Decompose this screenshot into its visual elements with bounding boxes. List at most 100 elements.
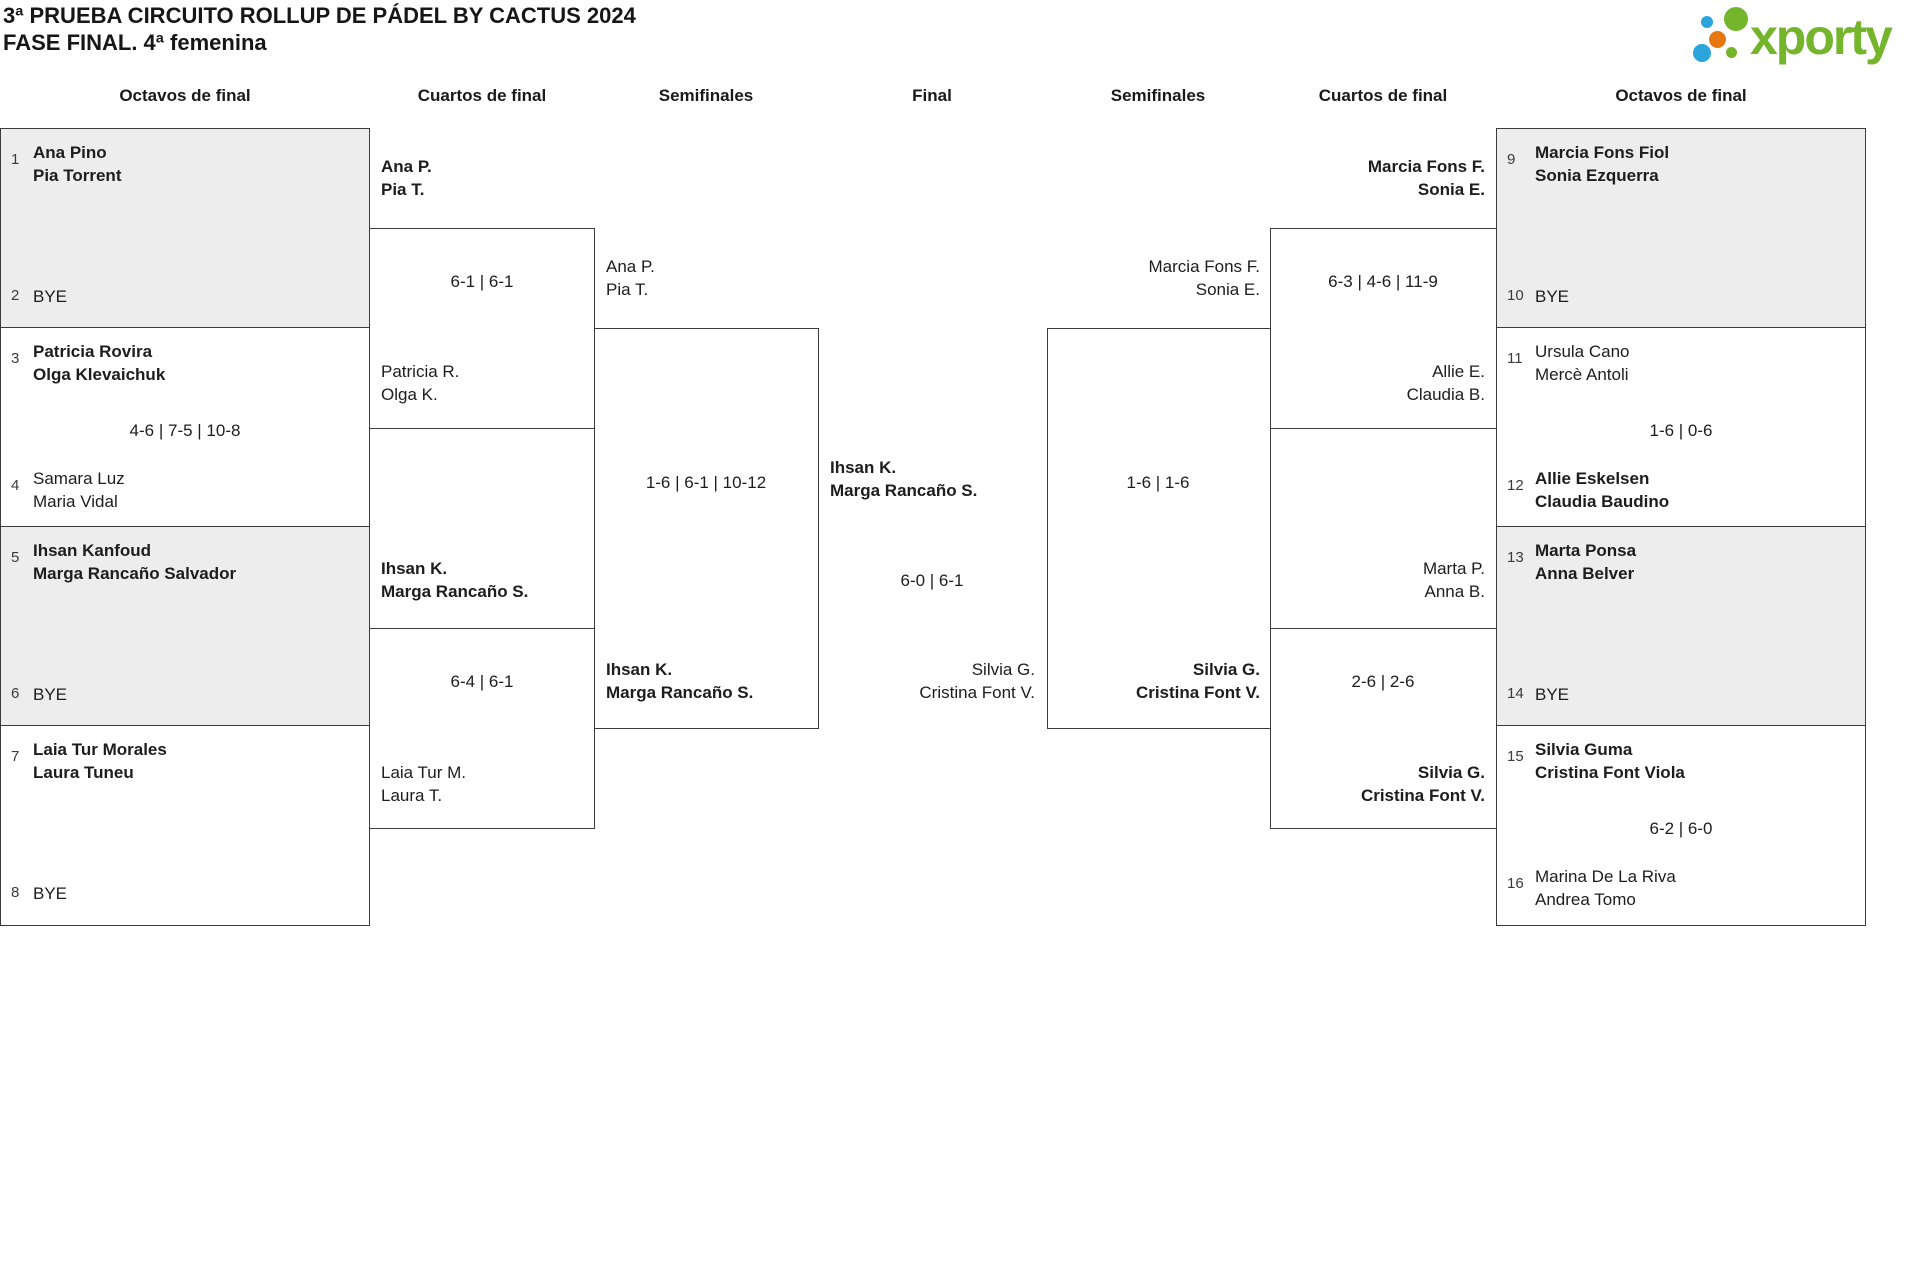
logo-dot-blue-big (1693, 44, 1711, 62)
seed-number: 10 (1507, 287, 1524, 304)
player-name: Sonia Ezquerra (1535, 166, 1659, 185)
team-entry: 3 Patricia Rovira Olga Klevaichuk (1, 328, 369, 386)
team-entry: 8 BYE (1, 882, 369, 925)
player-name: Marga Rancaño S. (381, 582, 529, 601)
team-label-qf-left-2-top: Ihsan K. Marga Rancaño S. (381, 557, 528, 603)
player-name: Ana P. (381, 157, 432, 176)
player-name: Patricia R. (381, 362, 460, 381)
match-box-sf-left (594, 328, 819, 729)
seed-number: 14 (1507, 685, 1524, 702)
match-score: 6-0 | 6-1 (900, 571, 964, 590)
team-names: Laia Tur Morales Laura Tuneu (33, 738, 167, 784)
match-box-r16-left-2: 3 Patricia Rovira Olga Klevaichuk 4-6 | … (0, 327, 370, 528)
player-name: Cristina Font Viola (1535, 763, 1685, 782)
page-title-line2: FASE FINAL. 4ª femenina (3, 30, 267, 55)
player-name: Cristina Font V. (919, 683, 1035, 702)
logo-dot-green-big (1724, 7, 1748, 31)
team-entry: 9 Marcia Fons Fiol Sonia Ezquerra (1497, 129, 1865, 187)
seed-number: 12 (1507, 477, 1524, 494)
header-semis-left: Semifinales (658, 86, 754, 105)
team-entry: 16 Marina De La Riva Andrea Tomo (1497, 865, 1865, 925)
player-name: Allie E. (1432, 362, 1485, 381)
seed-number: 4 (11, 477, 20, 494)
team-label-sf-right-bottom: Silvia G. Cristina Font V. (1136, 658, 1260, 704)
seed-number: 3 (11, 350, 20, 367)
match-score: 1-6 | 1-6 (1126, 473, 1190, 492)
header-cuartos-right: Cuartos de final (1318, 86, 1448, 105)
match-score: 6-3 | 4-6 | 11-9 (1328, 272, 1438, 291)
player-name: Sonia E. (1417, 180, 1485, 199)
header-octavos-left: Octavos de final (119, 86, 251, 105)
player-name: Patricia Rovira (33, 342, 153, 361)
team-label-final-winner: Ihsan K. Marga Rancaño S. (830, 456, 977, 502)
logo-dot-orange (1709, 31, 1726, 48)
match-box-r16-right-1: 9 Marcia Fons Fiol Sonia Ezquerra 10 BYE (1496, 128, 1866, 329)
team-label-sf-left-bottom: Ihsan K. Marga Rancaño S. (606, 658, 753, 704)
team-names: Ihsan Kanfoud Marga Rancaño Salvador (33, 539, 236, 585)
page-title: 3ª PRUEBA CIRCUITO ROLLUP DE PÁDEL BY CA… (3, 2, 636, 56)
seed-number: 2 (11, 287, 20, 304)
player-name: Andrea Tomo (1535, 890, 1636, 909)
player-name: Mercè Antoli (1535, 365, 1629, 384)
player-name: Anna B. (1424, 582, 1486, 601)
team-label-sf-right-top: Marcia Fons F. Sonia E. (1149, 255, 1260, 301)
xporty-logo[interactable]: xporty (1682, 6, 1917, 68)
team-label-qf-left-1-top: Ana P. Pia T. (381, 155, 432, 201)
player-name: Anna Belver (1535, 564, 1635, 583)
player-name: Ihsan K. (381, 559, 448, 578)
player-name: Ana P. (606, 257, 655, 276)
seed-number: 7 (11, 748, 20, 765)
header-octavos-right: Octavos de final (1615, 86, 1747, 105)
seed-number: 1 (11, 151, 20, 168)
bye-label: BYE (1535, 685, 1570, 704)
team-names: Allie Eskelsen Claudia Baudino (1535, 467, 1669, 513)
player-name: Marta Ponsa (1535, 541, 1637, 560)
team-label-qf-right-2-top: Marta P. Anna B. (1423, 557, 1485, 603)
player-name: Olga Klevaichuk (33, 365, 166, 384)
seed-number: 11 (1507, 350, 1523, 367)
team-entry: 15 Silvia Guma Cristina Font Viola (1497, 726, 1865, 784)
player-name: Laura T. (381, 786, 443, 805)
team-label-qf-right-1-top: Marcia Fons F. Sonia E. (1368, 155, 1485, 201)
player-name: Laia Tur M. (381, 763, 467, 782)
player-name: Silvia G. (971, 660, 1035, 679)
match-box-r16-left-3: 5 Ihsan Kanfoud Marga Rancaño Salvador 6… (0, 526, 370, 727)
player-name: Olga K. (381, 385, 438, 404)
match-score: 6-4 | 6-1 (450, 672, 514, 691)
player-name: Ihsan K. (830, 458, 897, 477)
player-name: Claudia Baudino (1535, 492, 1670, 511)
team-label-qf-right-2-bottom: Silvia G. Cristina Font V. (1361, 761, 1485, 807)
seed-number: 8 (11, 884, 20, 901)
seed-number: 15 (1507, 748, 1524, 765)
seed-number: 13 (1507, 549, 1524, 566)
bye-label: BYE (33, 685, 68, 704)
header-final: Final (912, 86, 952, 105)
player-name: Sonia E. (1195, 280, 1260, 299)
team-names: Ursula Cano Mercè Antoli (1535, 340, 1630, 386)
logo-dot-blue-small (1701, 16, 1713, 28)
page-title-line1: 3ª PRUEBA CIRCUITO ROLLUP DE PÁDEL BY CA… (3, 3, 636, 28)
player-name: Silvia G. (1192, 660, 1260, 679)
team-names: Silvia Guma Cristina Font Viola (1535, 738, 1685, 784)
team-names: Patricia Rovira Olga Klevaichuk (33, 340, 165, 386)
player-name: Silvia Guma (1535, 740, 1633, 759)
header-semis-right: Semifinales (1110, 86, 1206, 105)
player-name: Laura Tuneu (33, 763, 134, 782)
team-entry: 5 Ihsan Kanfoud Marga Rancaño Salvador (1, 527, 369, 585)
player-name: Marcia Fons F. (1367, 157, 1485, 176)
logo-dot-green-small (1726, 47, 1737, 58)
team-names: Marta Ponsa Anna Belver (1535, 539, 1636, 585)
player-name: Marga Rancaño S. (606, 683, 754, 702)
seed-number: 5 (11, 549, 20, 566)
player-name: Maria Vidal (33, 492, 118, 511)
match-score: 1-6 | 6-1 | 10-12 (645, 473, 767, 492)
player-name: Ihsan Kanfoud (33, 541, 152, 560)
team-entry: 12 Allie Eskelsen Claudia Baudino (1497, 467, 1865, 527)
team-names: Marcia Fons Fiol Sonia Ezquerra (1535, 141, 1669, 187)
player-name: Laia Tur Morales (33, 740, 167, 759)
team-label-sf-left-top: Ana P. Pia T. (606, 255, 655, 301)
match-box-qf-right-2 (1270, 628, 1497, 829)
player-name: Marga Rancaño Salvador (33, 564, 237, 583)
player-name: Samara Luz (33, 469, 125, 488)
